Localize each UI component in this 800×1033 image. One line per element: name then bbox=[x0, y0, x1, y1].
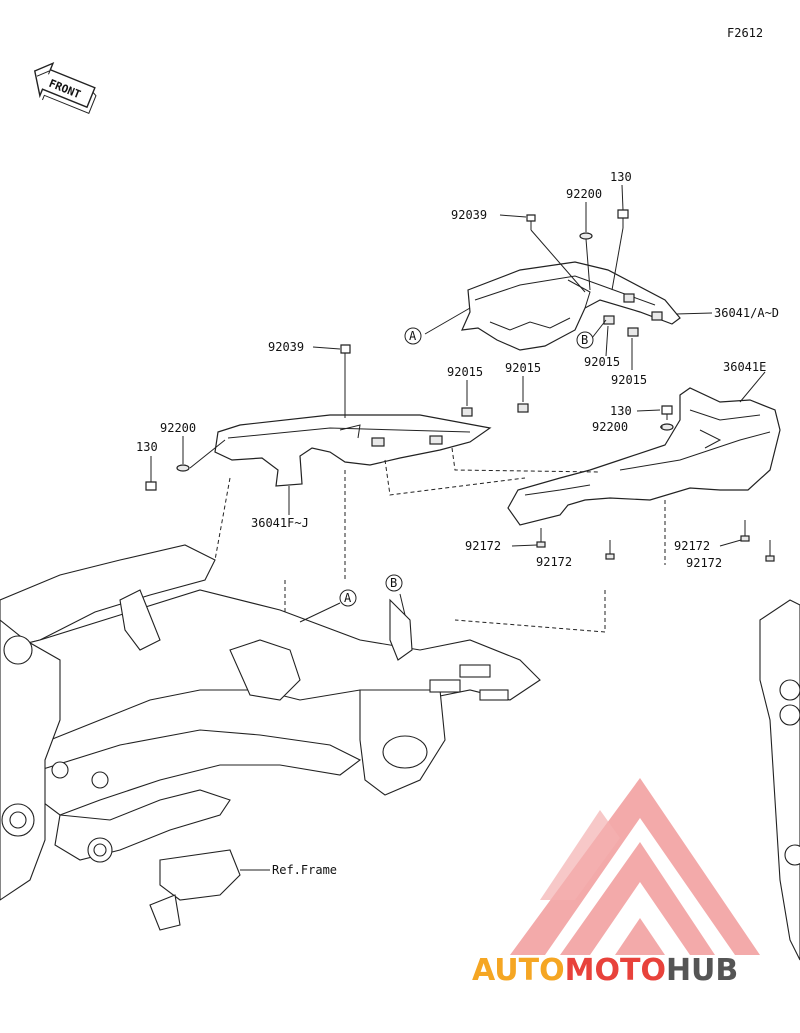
label-36041-a-d: 36041/A~D bbox=[714, 306, 779, 320]
bolt-130-top bbox=[617, 209, 629, 228]
bolt-92039-mid bbox=[340, 344, 351, 362]
label-130-right: 130 bbox=[610, 404, 632, 418]
label-92172-b: 92172 bbox=[536, 555, 572, 569]
label-92200-right: 92200 bbox=[592, 420, 628, 434]
automotohub-logo: AUTOMOTOHUB bbox=[472, 778, 760, 988]
label-92015-b: 92015 bbox=[611, 373, 647, 387]
motorcycle-frame bbox=[0, 544, 800, 961]
label-92172-c: 92172 bbox=[674, 539, 710, 553]
label-92172-d: 92172 bbox=[686, 556, 722, 570]
bolt-92039-top bbox=[526, 214, 536, 230]
logo-text-hub: HUB bbox=[666, 953, 738, 988]
svg-text:A: A bbox=[409, 329, 417, 343]
label-36041f-j: 36041F~J bbox=[251, 516, 309, 530]
label-92015-d: 92015 bbox=[505, 361, 541, 375]
diagram-code: F2612 bbox=[727, 26, 763, 40]
callout-b-frame: B bbox=[385, 574, 403, 592]
front-arrow-icon: FRONT bbox=[33, 61, 97, 114]
nut-92015-c bbox=[461, 407, 473, 417]
label-92200-left: 92200 bbox=[160, 421, 196, 435]
cover-36041e bbox=[507, 387, 781, 526]
cover-36041-a-d bbox=[461, 261, 681, 351]
callout-a-frame: A bbox=[339, 589, 357, 607]
label-36041e: 36041E bbox=[723, 360, 766, 374]
nut-92015-d bbox=[517, 403, 529, 413]
screw-92172-b bbox=[605, 540, 615, 560]
washer-92200-top bbox=[579, 232, 593, 240]
svg-text:A: A bbox=[344, 591, 352, 605]
cover-36041f-j bbox=[214, 414, 492, 487]
screw-92172-d bbox=[765, 540, 775, 562]
screw-92172-a bbox=[536, 528, 546, 548]
bolt-130-left bbox=[145, 475, 157, 491]
label-92039-top: 92039 bbox=[451, 208, 487, 222]
logo-text-auto: AUTO bbox=[472, 953, 565, 988]
svg-text:B: B bbox=[390, 576, 397, 590]
callout-b-top: B bbox=[576, 331, 594, 349]
svg-text:B: B bbox=[581, 333, 588, 347]
label-92015-a: 92015 bbox=[584, 355, 620, 369]
screw-92172-c bbox=[740, 520, 750, 542]
label-92039-mid: 92039 bbox=[268, 340, 304, 354]
callout-a-top: A bbox=[404, 327, 422, 345]
bolt-130-right bbox=[661, 405, 673, 420]
svg-text:AUTOMOTOHUB: AUTOMOTOHUB bbox=[472, 953, 738, 988]
label-130-top: 130 bbox=[610, 170, 632, 184]
label-92015-c: 92015 bbox=[447, 365, 483, 379]
washer-92200-left bbox=[176, 464, 190, 472]
label-130-left: 130 bbox=[136, 440, 158, 454]
label-ref-frame: Ref.Frame bbox=[272, 863, 337, 877]
label-92172-a: 92172 bbox=[465, 539, 501, 553]
label-92200-top: 92200 bbox=[566, 187, 602, 201]
logo-text-moto: MOTO bbox=[565, 953, 666, 988]
